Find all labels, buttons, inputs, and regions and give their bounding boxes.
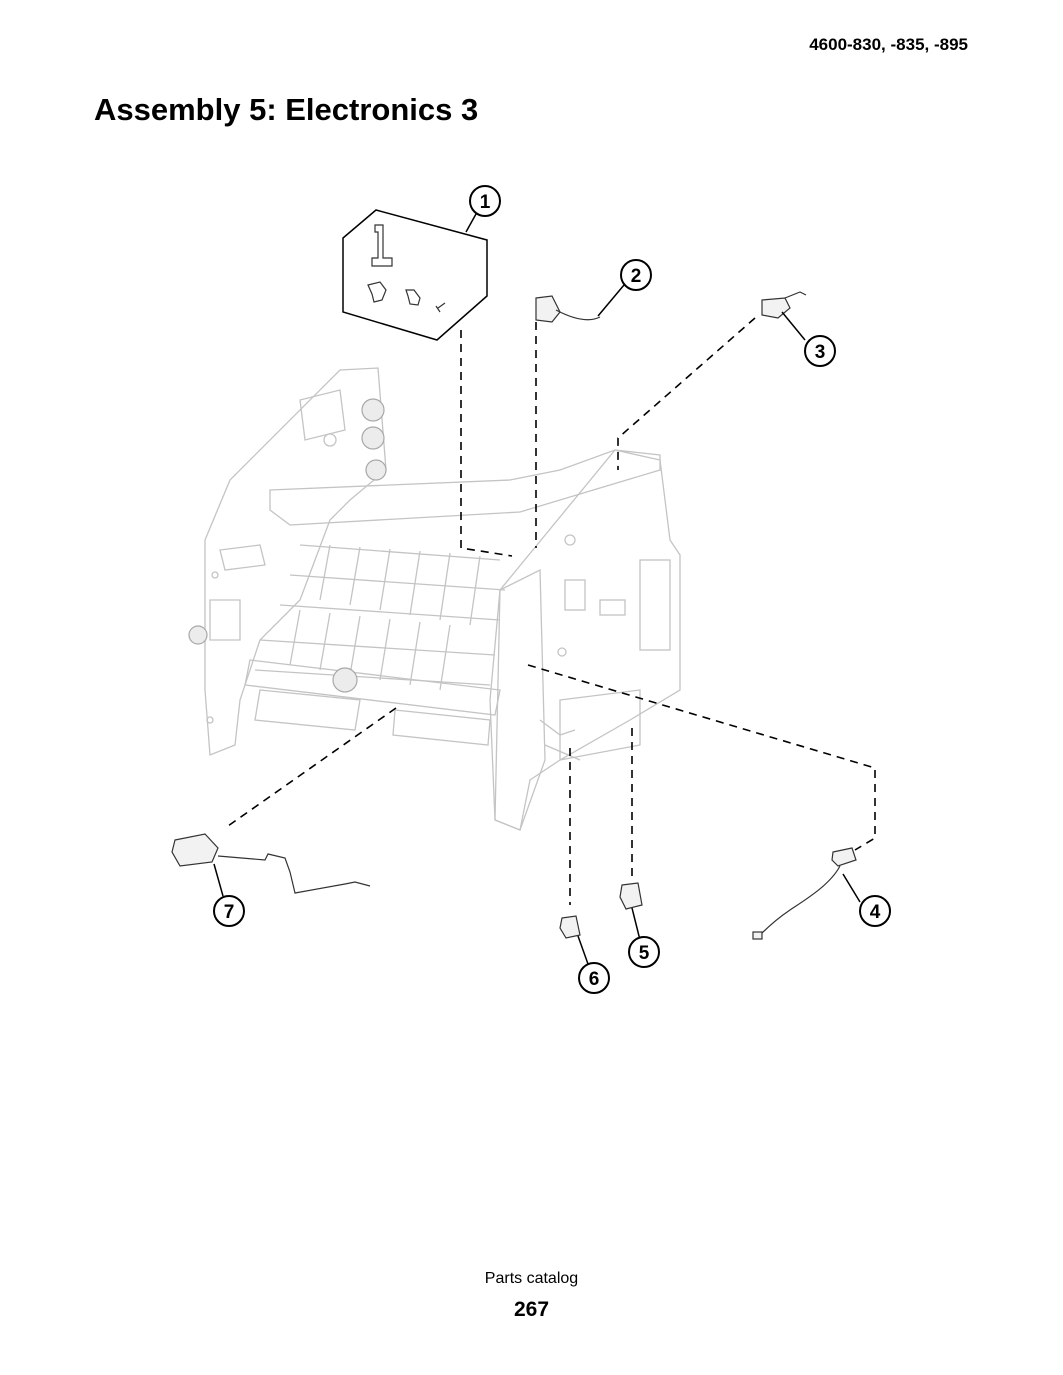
callout-2: 2 [620, 259, 652, 291]
callout-5-label: 5 [639, 943, 650, 964]
page-title: Assembly 5: Electronics 3 [94, 92, 479, 127]
footer-label: Parts catalog [484, 1270, 579, 1287]
part-2-sensor-cable [535, 295, 601, 323]
callout-6: 6 [578, 962, 610, 994]
callout-4: 4 [859, 895, 891, 927]
callout-1-label: 1 [480, 192, 491, 213]
gear-cluster [188, 398, 387, 693]
callout-2-label: 2 [631, 266, 642, 287]
part-5-connector [619, 882, 643, 910]
callout-3-label: 3 [815, 342, 826, 363]
part-1-components [367, 224, 446, 313]
callout-5: 5 [628, 936, 660, 968]
part-7-sensor-arm [171, 833, 371, 894]
callout-6-label: 6 [589, 969, 600, 990]
part-6-clip [559, 915, 581, 939]
callout-3: 3 [804, 335, 836, 367]
model-numbers: 4600-830, -835, -895 [809, 35, 968, 54]
leader-lines [227, 317, 876, 905]
part-1-kit-box [342, 209, 488, 341]
printer-frame [204, 367, 681, 831]
callout-4-label: 4 [870, 902, 881, 923]
callout-7-label: 7 [224, 902, 235, 923]
callout-7: 7 [213, 895, 245, 927]
callout-connectors [213, 213, 861, 965]
page-number: 267 [513, 1298, 550, 1321]
callout-1: 1 [469, 185, 501, 217]
part-4-sensor-cable [752, 847, 857, 940]
